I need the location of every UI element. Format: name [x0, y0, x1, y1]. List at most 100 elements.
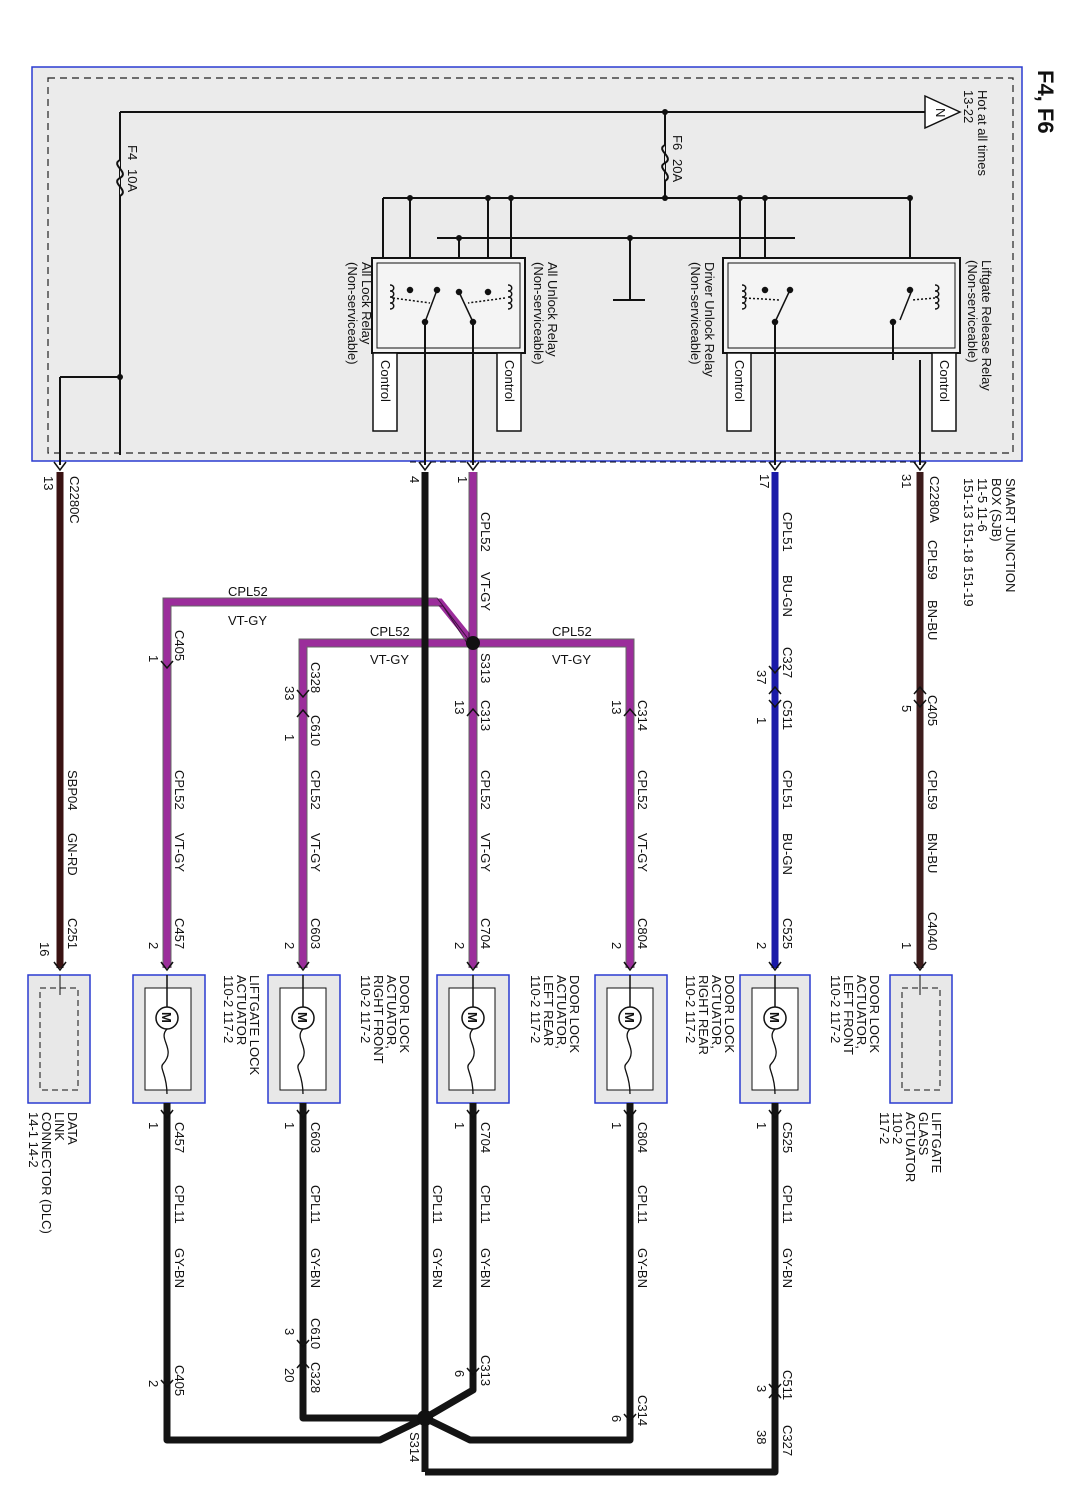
- conn-c328-a: C328: [308, 662, 323, 693]
- svg-text:ACTUATOR: ACTUATOR: [234, 975, 249, 1045]
- conn-2-c704: 2: [452, 942, 467, 949]
- door-lock-rr-label: DOOR LOCK ACTUATOR, RIGHT REAR 110-2 117…: [683, 975, 737, 1055]
- conn-1-c511: 1: [754, 717, 769, 724]
- conn-c328-bot: C328: [308, 1362, 323, 1393]
- pin-13: 13: [41, 476, 56, 490]
- control-label-driver: Control: [732, 360, 747, 402]
- label-cpl52-lg: CPL52: [172, 770, 187, 810]
- conn-c327-a: C327: [780, 647, 795, 678]
- conn-c704-top: C704: [478, 918, 493, 949]
- bus-junction-dots: [117, 109, 913, 380]
- control-box-unlock: [496, 352, 522, 432]
- sjb-pin-arrows: [53, 461, 927, 472]
- conn-c525-bot: C525: [780, 1122, 795, 1153]
- svg-text:110-2 117-2: 110-2 117-2: [358, 975, 373, 1043]
- label-cpl59-mid: CPL59: [925, 770, 940, 810]
- svg-text:13-22: 13-22: [961, 90, 976, 123]
- relay-group-left: [371, 257, 526, 354]
- svg-text:Liftgate Release Relay: Liftgate Release Relay: [979, 260, 994, 391]
- lower-connector-marks: [160, 1109, 782, 1423]
- fuse-f4-label: F4 10A: [125, 145, 140, 192]
- svg-text:LEFT FRONT: LEFT FRONT: [841, 975, 856, 1055]
- conn-13-c314: 13: [609, 700, 624, 714]
- svg-text:110-2 117-2: 110-2 117-2: [221, 975, 236, 1043]
- label-vtgy-lg: VT-GY: [172, 833, 187, 872]
- control-box-driver: [726, 352, 752, 432]
- control-box-liftgate: [931, 352, 957, 432]
- conn-c251: C251: [65, 918, 80, 949]
- motor-letter: M: [767, 1012, 782, 1023]
- label-gybn-main: GY-BN: [430, 1248, 445, 1288]
- liftgate-lock-label: LIFTGATE LOCK ACTUATOR 110-2 117-2: [221, 975, 262, 1075]
- relay-unlock-icon: [455, 284, 513, 326]
- motor-letter: M: [465, 1012, 480, 1023]
- svg-text:CONNECTOR (DLC): CONNECTOR (DLC): [39, 1112, 54, 1234]
- label-gybn-lg: GY-BN: [172, 1248, 187, 1288]
- label-cpl52-h1: CPL52: [228, 584, 268, 599]
- svg-text:(Non-serviceable): (Non-serviceable): [531, 262, 546, 365]
- control-box-lock: [372, 352, 398, 432]
- svg-text:BOX (SJB): BOX (SJB): [989, 478, 1004, 542]
- svg-text:RIGHT REAR: RIGHT REAR: [696, 975, 711, 1055]
- svg-text:DOOR LOCK: DOOR LOCK: [567, 975, 582, 1053]
- conn-s313: S313: [478, 653, 493, 683]
- conn-c610-bot: C610: [308, 1318, 323, 1349]
- conn-c405-bot: C405: [172, 1365, 187, 1396]
- svg-text:(Non-serviceable): (Non-serviceable): [345, 262, 360, 365]
- svg-text:10A: 10A: [125, 169, 140, 192]
- conn-2-c405: 2: [146, 1380, 161, 1387]
- fuse-f6-icon: [661, 144, 669, 182]
- wire-cpl11: [163, 472, 779, 1476]
- svg-text:110-2 117-2: 110-2 117-2: [528, 975, 543, 1043]
- svg-text:Hot at all times: Hot at all times: [975, 90, 990, 176]
- sjb-inner-dashed: [47, 77, 1014, 454]
- conn-1-c4040: 1: [899, 942, 914, 949]
- svg-text:11-5 11-6: 11-5 11-6: [975, 478, 990, 532]
- conn-c804-top: C804: [635, 918, 650, 949]
- conn-2-c525: 2: [754, 942, 769, 949]
- label-cpl52-lr: CPL52: [478, 770, 493, 810]
- label-cpl51-top: CPL51: [780, 512, 795, 552]
- conn-16: 16: [37, 942, 52, 956]
- label-cpl52-trunk: CPL52: [478, 512, 493, 552]
- relay-driver-icon: [741, 284, 794, 326]
- conn-1-c610: 1: [282, 734, 297, 741]
- door-lock-rf-label: DOOR LOCK ACTUATOR, RIGHT FRONT 110-2 11…: [358, 975, 412, 1064]
- conn-c314-a: C314: [635, 700, 650, 731]
- svg-text:F4: F4: [125, 145, 140, 160]
- control-label-unlock: Control: [502, 360, 517, 402]
- liftgate-glass-actuator: [889, 974, 953, 1104]
- door-lock-rr: M: [594, 974, 668, 1104]
- label-gybn-rr: GY-BN: [635, 1248, 650, 1288]
- motor-letter: M: [295, 1012, 310, 1023]
- conn-6-c313: 6: [452, 1370, 467, 1377]
- relay-group-right: [722, 257, 961, 354]
- label-cpl52-rr: CPL52: [635, 770, 650, 810]
- label-bugn-top: BU-GN: [780, 575, 795, 617]
- conn-c313-a: C313: [478, 700, 493, 731]
- relay-group-left-inner: [376, 262, 521, 349]
- label-gybn-rf: GY-BN: [308, 1248, 323, 1288]
- hot-label: Hot at all times 13-22: [961, 90, 990, 176]
- conn-3-c511: 3: [754, 1385, 769, 1392]
- svg-text:LIFTGATE: LIFTGATE: [929, 1112, 944, 1173]
- pin-1-unlock: 1: [455, 476, 470, 483]
- svg-text:117-2: 117-2: [877, 1112, 892, 1144]
- liftgate-glass-label: LIFTGATE GLASS ACTUATOR 110-2 117-2: [877, 1112, 944, 1182]
- relay-group-right-inner: [727, 262, 956, 349]
- conn-6-c314: 6: [609, 1415, 624, 1422]
- svg-text:ACTUATOR,: ACTUATOR,: [554, 975, 569, 1049]
- wire-cpl52: [163, 472, 634, 968]
- svg-text:F6: F6: [670, 135, 685, 150]
- svg-text:RIGHT FRONT: RIGHT FRONT: [371, 975, 386, 1064]
- pin-17: 17: [757, 474, 772, 488]
- pin-4: 4: [407, 476, 422, 483]
- conn-s314: S314: [407, 1432, 422, 1462]
- svg-text:14-1 14-2: 14-1 14-2: [26, 1112, 41, 1168]
- svg-text:SMART JUNCTION: SMART JUNCTION: [1003, 478, 1018, 592]
- label-cpl11-lg: CPL11: [172, 1185, 187, 1224]
- svg-text:DOOR LOCK: DOOR LOCK: [397, 975, 412, 1053]
- relay-liftgate-label: Liftgate Release Relay (Non-serviceable): [965, 260, 994, 391]
- relay-driver-label: Driver Unlock Relay (Non-serviceable): [688, 262, 717, 377]
- label-vtgy-h3: VT-GY: [552, 652, 591, 667]
